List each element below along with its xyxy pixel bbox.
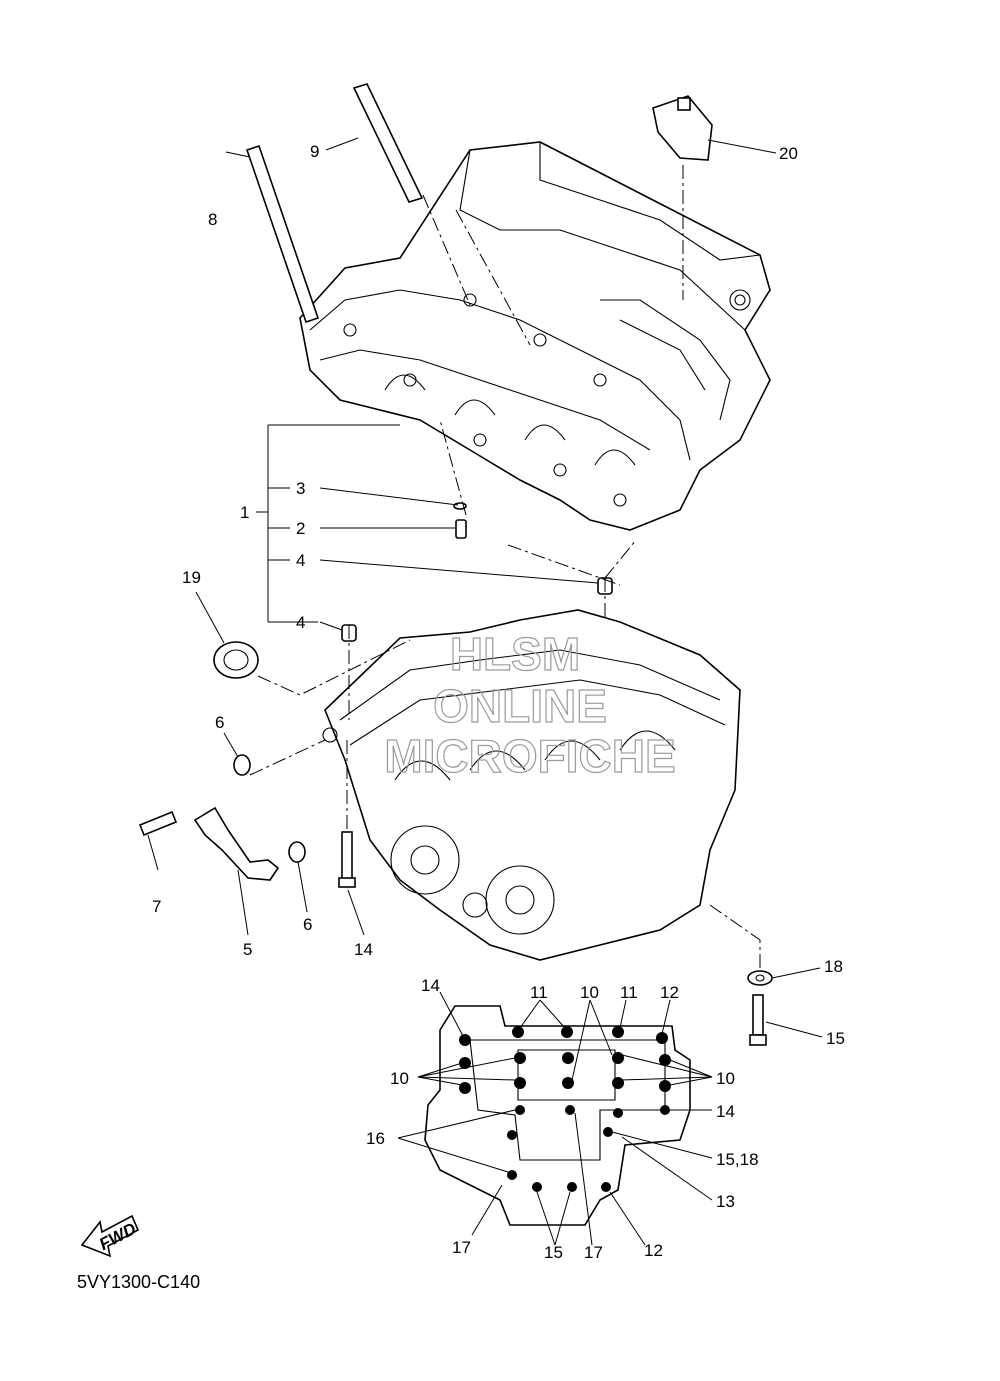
callout-labels: 1 2 3 4 4 5 6 6 7 8 9 14 15 18 19 20 bbox=[152, 142, 845, 1048]
bv-callout-14-top: 14 bbox=[421, 976, 440, 995]
watermark-line-2: ONLINE bbox=[433, 680, 607, 732]
callout-8: 8 bbox=[208, 210, 217, 229]
diagram-code: 5VY1300-C140 bbox=[77, 1272, 200, 1292]
bv-callout-13: 13 bbox=[716, 1192, 735, 1211]
assembly-bracket-1 bbox=[256, 424, 400, 623]
callout-18: 18 bbox=[824, 957, 843, 976]
bottom-view-crankcase bbox=[424, 1005, 691, 1226]
callout-19: 19 bbox=[182, 568, 201, 587]
callout-2: 2 bbox=[296, 519, 305, 538]
breather-cover-20 bbox=[652, 95, 713, 161]
callout-4-upper: 4 bbox=[296, 551, 305, 570]
bolt-14 bbox=[338, 831, 356, 888]
bv-callout-15-bottom: 15 bbox=[544, 1243, 563, 1262]
stud-8 bbox=[245, 144, 320, 324]
bv-callout-10-left: 10 bbox=[390, 1069, 409, 1088]
bv-callout-10-right: 10 bbox=[716, 1069, 735, 1088]
callout-14: 14 bbox=[354, 940, 373, 959]
pin-2 bbox=[455, 519, 467, 539]
bolt-15 bbox=[749, 994, 767, 1046]
callout-15: 15 bbox=[826, 1029, 845, 1048]
oil-seal-19 bbox=[213, 641, 259, 679]
bottom-view-labels: 14 11 10 11 12 10 10 14 16 15,18 13 17 1… bbox=[366, 976, 759, 1262]
washer-18 bbox=[747, 970, 773, 986]
bv-callout-17-bottom: 17 bbox=[584, 1243, 603, 1262]
callout-6-upper: 6 bbox=[215, 713, 224, 732]
callout-9: 9 bbox=[310, 142, 319, 161]
watermark: HLSM ONLINE MICROFICHE bbox=[384, 627, 677, 782]
bv-callout-11-left: 11 bbox=[530, 983, 548, 1002]
bv-callout-12-top: 12 bbox=[660, 983, 679, 1002]
callout-4-lower: 4 bbox=[296, 613, 305, 632]
assembly-lines bbox=[249, 165, 761, 970]
bv-callout-14-right: 14 bbox=[716, 1102, 735, 1121]
o-ring-6-upper bbox=[233, 754, 251, 776]
fwd-arrow-icon: FWD bbox=[80, 1214, 139, 1258]
stud-9 bbox=[352, 83, 424, 203]
lower-crankcase bbox=[322, 609, 741, 961]
bv-callout-17-left: 17 bbox=[452, 1238, 471, 1257]
callout-3: 3 bbox=[296, 479, 305, 498]
oil-pipe-5 bbox=[193, 806, 280, 881]
bv-callout-11-right: 11 bbox=[620, 983, 638, 1002]
callout-7: 7 bbox=[152, 897, 161, 916]
callout-20: 20 bbox=[779, 144, 798, 163]
callout-6-lower: 6 bbox=[303, 915, 312, 934]
upper-crankcase bbox=[299, 141, 771, 531]
callout-1: 1 bbox=[240, 503, 249, 522]
o-ring-6-lower bbox=[288, 841, 306, 863]
bv-callout-10-top: 10 bbox=[580, 983, 599, 1002]
watermark-line-3: MICROFICHE bbox=[384, 730, 675, 782]
bv-callout-12-bottom: 12 bbox=[644, 1241, 663, 1260]
watermark-line-1: HLSM bbox=[450, 628, 580, 680]
bolt-7 bbox=[138, 810, 178, 837]
callout-5: 5 bbox=[243, 940, 252, 959]
bv-callout-15-18: 15,18 bbox=[716, 1150, 759, 1169]
leader-lines bbox=[147, 137, 823, 1246]
bv-callout-16: 16 bbox=[366, 1129, 385, 1148]
